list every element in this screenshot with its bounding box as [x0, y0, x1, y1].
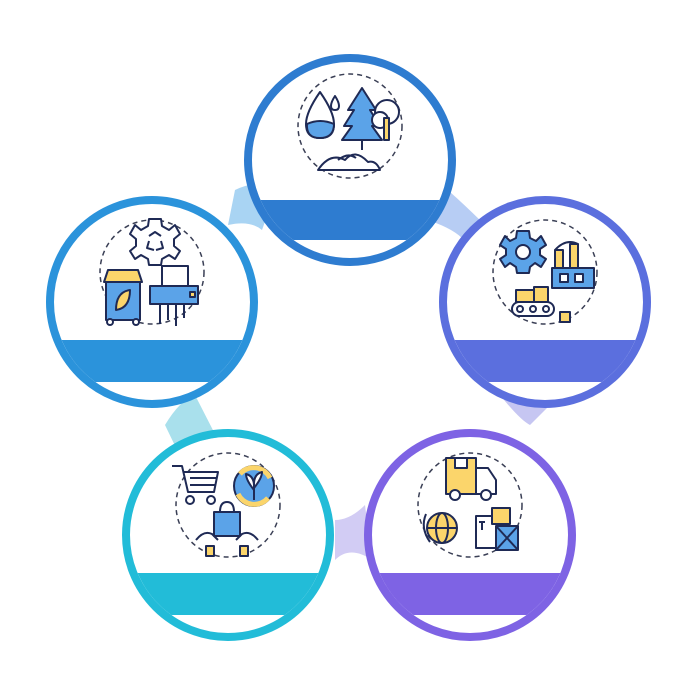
raw-materials-icon: [305, 87, 400, 171]
stage-manufacturing: [439, 196, 651, 408]
recycling-icon: [103, 218, 199, 326]
connector-distribution-to-consumption: [335, 505, 372, 560]
stage-consumption: [122, 429, 334, 641]
stage-recycling: [46, 196, 258, 408]
shipping-icon: [422, 457, 519, 551]
shopping-icon: [172, 465, 275, 557]
stage-distribution: [364, 429, 576, 641]
stage-raw-materials: [244, 54, 456, 266]
factory-icon: [499, 230, 595, 323]
